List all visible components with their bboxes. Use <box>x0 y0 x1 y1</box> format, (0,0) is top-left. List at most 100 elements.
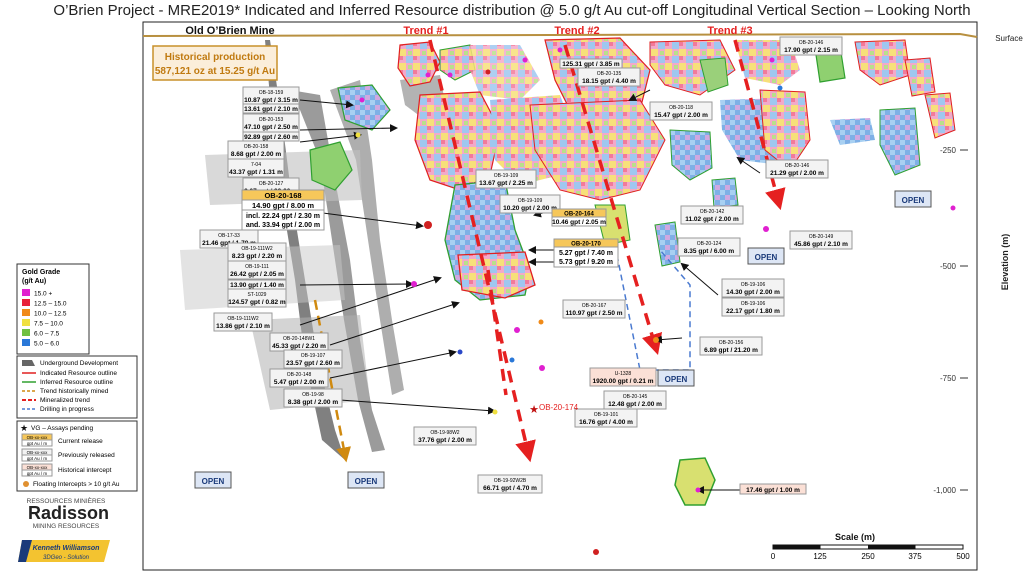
grade-swatch <box>22 319 30 326</box>
intercept-2: 13.61 gpt / 2.10 m <box>242 103 300 114</box>
kw-sub: 3DGeo - Solution <box>43 555 90 561</box>
svg-text:OB-20-148W1: OB-20-148W1 <box>283 336 315 342</box>
legend-historical: Historical intercept <box>58 467 112 474</box>
legend-indicated: Indicated Resource outline <box>40 370 117 377</box>
svg-text:13.90 gpt / 1.40 m: 13.90 gpt / 1.40 m <box>230 282 284 289</box>
svg-text:OB-19-111: OB-19-111 <box>245 264 269 270</box>
intercept-22: OB-20-167 110.97 gpt / 2.50 m <box>562 299 626 319</box>
svg-text:21.29 gpt / 2.00 m: 21.29 gpt / 2.00 m <box>770 170 824 177</box>
intercept-3: OB-20-153 47.10 gpt / 2.50 m <box>242 113 300 133</box>
current-release-164: OB-20-164 10.46 gpt / 2.05 m <box>551 208 607 227</box>
trend-3-label: Trend #3 <box>707 25 752 37</box>
intercept-31: OB-20-149 45.86 gpt / 2.10 m <box>789 230 853 250</box>
intercept-17: OB-19-98 8.38 gpt / 2.00 m <box>283 388 343 408</box>
historical-production-box: Historical production 587,121 oz at 15.2… <box>152 45 278 81</box>
elevation-label: Elevation (m) <box>1000 234 1010 291</box>
svg-text:15.47 gpt / 2.00 m: 15.47 gpt / 2.00 m <box>654 112 708 119</box>
intercept-24: OB-20-145 12.48 gpt / 2.00 m <box>603 390 667 410</box>
historical-title: Historical production <box>165 52 266 63</box>
legend-panel: Gold Grade (g/t Au) 15.0 +12.5 – 15.010.… <box>16 263 138 562</box>
legend-current: Current release <box>58 438 103 445</box>
intercept-26: 125.31 gpt / 3.85 m <box>559 58 623 69</box>
svg-text:18.15 gpt / 4.40 m: 18.15 gpt / 4.40 m <box>582 78 636 85</box>
line-legend-box <box>16 355 138 419</box>
intercept-15: OB-19-107 23.57 gpt / 2.60 m <box>283 349 343 369</box>
old-mine-label: Old O’Brien Mine <box>185 25 274 37</box>
svg-text:26.42 gpt / 2.05 m: 26.42 gpt / 2.05 m <box>230 271 284 278</box>
intercept-29: OB-20-146 17.90 gpt / 2.15 m <box>779 36 843 56</box>
svg-text:8.38 gpt / 2.00 m: 8.38 gpt / 2.00 m <box>288 399 338 406</box>
legend-box-id-1: OB-xx-xxx <box>27 435 48 440</box>
intercept-13: OB-19-111W2 13.86 gpt / 2.10 m <box>213 312 273 332</box>
svg-text:17.46 gpt / 1.00 m: 17.46 gpt / 1.00 m <box>746 487 800 494</box>
svg-text:OB-20-146: OB-20-146 <box>799 40 824 46</box>
elev-tick-500: -500 <box>940 262 957 271</box>
intercept-34: OB-19-106 14.30 gpt / 2.00 m <box>721 278 785 298</box>
svg-text:OB-19-111W2: OB-19-111W2 <box>227 316 258 322</box>
radisson-bottom: MINING RESOURCES <box>33 523 100 530</box>
intercept-16: OB-20-148 5.47 gpt / 2.00 m <box>269 368 329 388</box>
svg-text:U-1328: U-1328 <box>615 371 632 377</box>
legend-box-val-2: gpt Au / m <box>27 456 48 461</box>
svg-text:OB-20-164: OB-20-164 <box>564 212 594 218</box>
surface-line <box>142 32 978 38</box>
intercept-14: OB-20-148W1 45.33 gpt / 2.20 m <box>269 332 329 352</box>
intercept-9: OB-19-111W2 8.23 gpt / 2.20 m <box>227 242 287 262</box>
svg-text:OB-20-153: OB-20-153 <box>259 117 284 123</box>
scale-tick-0: 0 <box>771 552 776 561</box>
scale-tick-125: 125 <box>813 552 827 561</box>
svg-text:OB-20-149: OB-20-149 <box>809 234 834 240</box>
svg-text:8.35 gpt / 6.00 m: 8.35 gpt / 6.00 m <box>684 248 734 255</box>
intercept-28: OB-20-118 15.47 gpt / 2.00 m <box>649 101 713 121</box>
open-label-2: OPEN <box>355 477 378 486</box>
svg-text:OB-18-159: OB-18-159 <box>259 90 284 96</box>
svg-text:10.46 gpt / 2.05 m: 10.46 gpt / 2.05 m <box>552 219 606 226</box>
svg-text:OB-20-127: OB-20-127 <box>259 181 284 187</box>
intercept-33: OB-20-124 8.35 gpt / 6.00 m <box>677 237 741 257</box>
svg-text:OB-20-168: OB-20-168 <box>264 191 301 200</box>
intercept-6: 7-04 43.37 gpt / 1.31 m <box>227 158 285 178</box>
svg-text:92.89 gpt / 2.60 m: 92.89 gpt / 2.60 m <box>244 134 298 141</box>
intercept-4: 92.89 gpt / 2.60 m <box>242 131 300 142</box>
svg-text:14.30 gpt / 2.00 m: 14.30 gpt / 2.00 m <box>726 289 780 296</box>
svg-text:OB-19-107: OB-19-107 <box>301 353 326 359</box>
svg-text:6.89 gpt / 21.20 m: 6.89 gpt / 21.20 m <box>704 347 758 354</box>
svg-text:5.47 gpt / 2.00 m: 5.47 gpt / 2.00 m <box>274 379 324 386</box>
legend-drilling: Drilling in progress <box>40 406 95 413</box>
grade-label: 12.5 – 15.0 <box>34 301 67 308</box>
intercept-10: OB-19-111 26.42 gpt / 2.05 m <box>227 260 287 280</box>
svg-text:OB-19-98W2: OB-19-98W2 <box>430 430 459 436</box>
current-release-168: OB-20-168 14.90 gpt / 8.00 m incl. 22.24… <box>241 189 325 231</box>
intercept-11: 13.90 gpt / 1.40 m <box>227 279 287 290</box>
svg-text:11.02 gpt / 2.00 m: 11.02 gpt / 2.00 m <box>685 216 739 223</box>
legend-mineralized: Mineralized trend <box>40 397 90 404</box>
svg-text:1920.00 gpt / 0.21 m: 1920.00 gpt / 0.21 m <box>592 378 653 385</box>
grade-swatch <box>22 289 30 296</box>
legend-box-val-3: gpt Au / m <box>27 471 48 476</box>
legend-star-icon: ★ <box>20 423 28 433</box>
open-label-4: OPEN <box>755 253 778 262</box>
grade-swatch <box>22 299 30 306</box>
intercept-32: OB-20-142 11.02 gpt / 2.00 m <box>680 205 744 225</box>
intercept-19: OB-19-92W2B 66.71 gpt / 4.70 m <box>477 474 543 494</box>
svg-text:OB-19-92W2B: OB-19-92W2B <box>494 478 527 484</box>
grade-swatch <box>22 339 30 346</box>
open-label-5: OPEN <box>902 196 925 205</box>
svg-text:125.31 gpt / 3.85 m: 125.31 gpt / 3.85 m <box>562 61 620 68</box>
page-title: O’Brien Project - MRE2019* Indicated and… <box>53 2 971 19</box>
elev-tick-750: -750 <box>940 374 957 383</box>
svg-text:8.68 gpt / 2.00 m: 8.68 gpt / 2.00 m <box>231 151 281 158</box>
svg-text:incl. 22.24 gpt / 2.30 m: incl. 22.24 gpt / 2.30 m <box>246 213 320 220</box>
intercept-30: OB-20-146 21.29 gpt / 2.00 m <box>765 159 829 179</box>
grade-label: 15.0 + <box>34 291 52 298</box>
grade-label: 10.0 – 12.5 <box>34 311 67 318</box>
intercept-leaders <box>299 89 761 494</box>
svg-text:OB-19-109: OB-19-109 <box>518 198 543 204</box>
intercept-18: OB-19-98W2 37.76 gpt / 2.00 m <box>413 426 477 446</box>
svg-text:16.76 gpt / 4.00 m: 16.76 gpt / 4.00 m <box>579 419 633 426</box>
grade-dots <box>355 47 956 555</box>
svg-text:17.90 gpt / 2.15 m: 17.90 gpt / 2.15 m <box>784 47 838 54</box>
svg-text:22.17 gpt / 1.80 m: 22.17 gpt / 1.80 m <box>726 308 780 315</box>
grade-swatch <box>22 329 30 336</box>
